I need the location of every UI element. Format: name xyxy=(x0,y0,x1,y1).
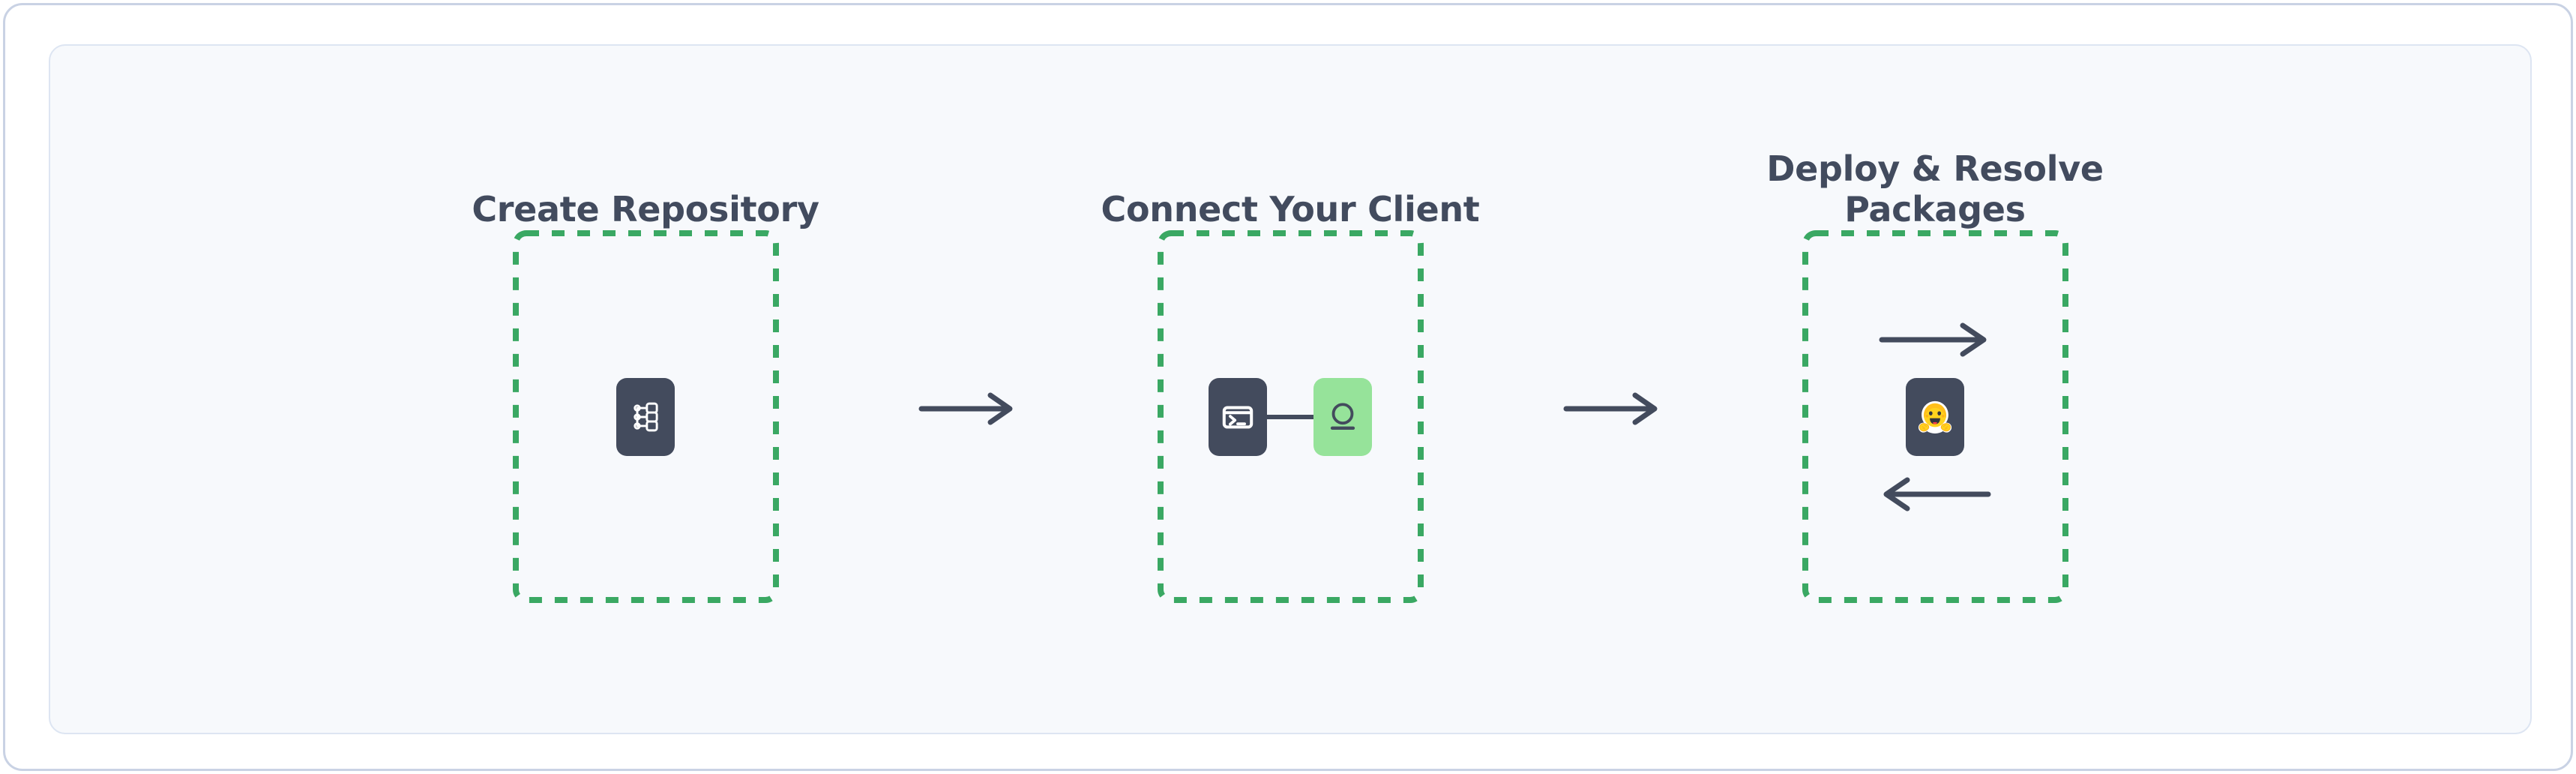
diagram-panel: Create Repository xyxy=(49,44,2532,734)
package-flow-diagram: Create Repository xyxy=(50,46,2530,733)
step-arrow-1-2 xyxy=(908,386,1028,431)
step-create-repository: Create Repository xyxy=(383,119,908,659)
step-title-line-2: Packages xyxy=(1844,189,2026,230)
step-title-line-1: Deploy & Resolve xyxy=(1766,148,2104,190)
arrow-left-icon xyxy=(1879,474,1991,514)
step-title-create-repository: Create Repository xyxy=(472,189,819,230)
connector-line xyxy=(1267,414,1313,419)
dashed-container-step-1 xyxy=(512,230,779,603)
diagram-accessible-title: Package Flow Overview xyxy=(0,0,1,1)
dashed-container-step-3 xyxy=(1802,230,2068,603)
step-title-connect-your-client: Connect Your Client xyxy=(1101,189,1480,230)
step-arrow-2-3 xyxy=(1553,386,1673,431)
repository-hierarchy-icon xyxy=(616,377,675,456)
step-title-deploy-resolve-packages: Deploy & Resolve Packages xyxy=(1725,149,2145,230)
step-deploy-resolve-packages: Deploy & Resolve Packages xyxy=(1673,119,2197,659)
terminal-icon xyxy=(1209,377,1267,456)
window-frame: Create Repository xyxy=(3,3,2573,771)
step-connect-your-client: Connect Your Client xyxy=(1028,119,1553,659)
hugging-face-icon xyxy=(1906,377,1964,456)
deploy-resolve-cluster xyxy=(1879,320,1991,514)
artifactory-circle-icon xyxy=(1313,377,1372,456)
client-to-registry-cluster xyxy=(1209,377,1372,456)
dashed-container-step-2 xyxy=(1157,230,1424,603)
arrow-right-icon xyxy=(1879,320,1991,360)
